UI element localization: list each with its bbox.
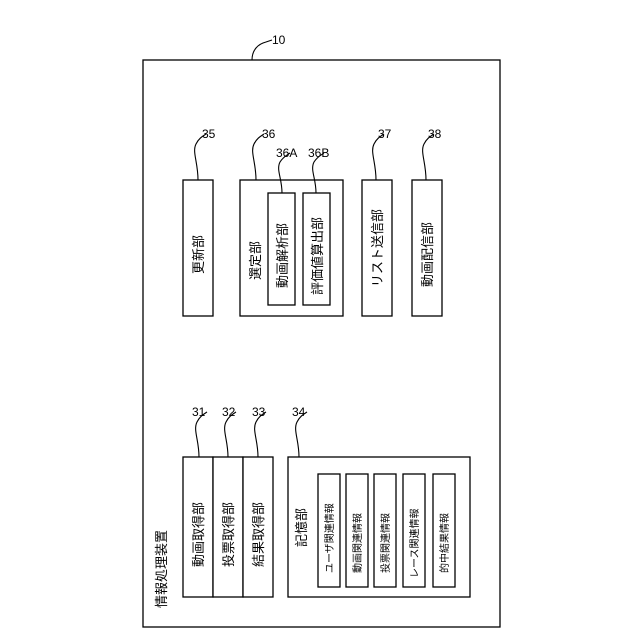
storage-item-hit-result: 的中結果情報	[438, 513, 451, 573]
evaluate-unit-label: 評価値算出部	[310, 217, 326, 295]
update-unit-label: 更新部	[191, 235, 207, 274]
evaluate-unit-ref: 36B	[308, 146, 329, 160]
select-unit-label: 選定部	[249, 241, 264, 280]
storage-item-vote: 投票関連情報	[379, 513, 392, 573]
storage-item-user: ユーザ関連情報	[323, 503, 336, 573]
voteget-unit-ref: 32	[222, 405, 236, 419]
videodist-unit-label: 動画配信部	[421, 222, 436, 287]
select-unit-ref: 36	[262, 127, 276, 141]
resultget-unit-label: 結果取得部	[251, 502, 267, 567]
videoget-unit-ref: 31	[192, 405, 206, 419]
voteget-unit-label: 投票取得部	[221, 502, 237, 567]
listsend-unit-ref: 37	[378, 127, 392, 141]
listsend-unit-label: リスト送信部	[371, 209, 386, 287]
videodist-unit-ref: 38	[428, 127, 442, 141]
videoget-unit-label: 動画取得部	[191, 502, 207, 567]
storage-item-race: レース関連情報	[408, 509, 421, 579]
device-label: 情報処理装置	[155, 530, 170, 608]
analyze-unit-ref: 36A	[276, 146, 297, 160]
device-leader	[252, 40, 272, 60]
storage-unit-label: 記憶部	[294, 508, 310, 547]
storage-unit-ref: 34	[292, 405, 306, 419]
storage-item-video: 動画関連情報	[351, 513, 364, 573]
update-unit-ref: 35	[202, 127, 216, 141]
device-ref: 10	[272, 33, 286, 47]
resultget-unit-ref: 33	[252, 405, 266, 419]
analyze-unit-label: 動画解析部	[276, 223, 291, 288]
